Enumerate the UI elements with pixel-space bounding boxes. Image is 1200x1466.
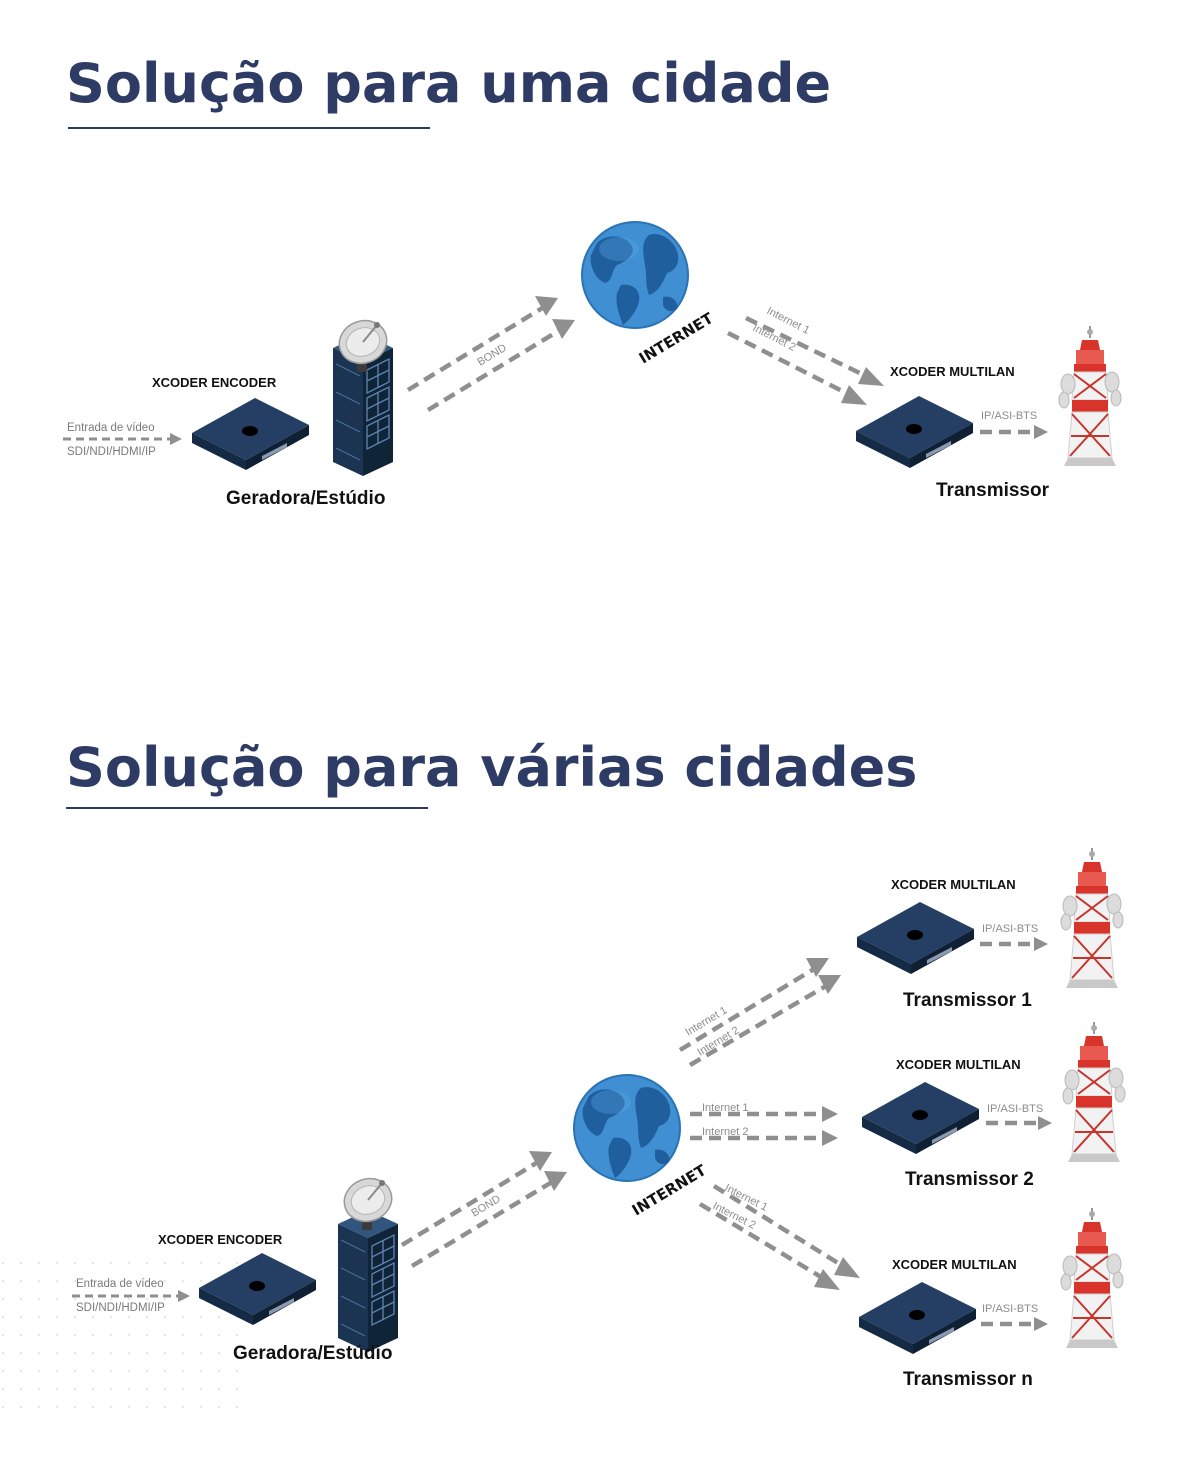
output-arrow bbox=[980, 425, 1048, 439]
bond-arrows bbox=[400, 1151, 567, 1268]
globe-icon bbox=[573, 1074, 681, 1182]
transmitter-label: Transmissor bbox=[936, 480, 1050, 501]
transmission-tower-icon bbox=[1060, 847, 1124, 989]
section-2-underline bbox=[66, 807, 428, 809]
section-1-underline bbox=[68, 127, 430, 129]
input-formats-label: SDI/NDI/HDMI/IP bbox=[76, 1302, 165, 1314]
multilan-label: XCODER MULTILAN bbox=[891, 877, 1016, 892]
transmitter-label: Transmissor n bbox=[903, 1369, 1033, 1390]
output-label: IP/ASI-BTS bbox=[981, 410, 1037, 422]
encoder-label: XCODER ENCODER bbox=[152, 375, 277, 390]
internet-link-arrows bbox=[726, 315, 884, 405]
multilan-device-icon bbox=[862, 1082, 979, 1154]
link-1-label: Internet 1 bbox=[702, 1102, 748, 1114]
encoder-device-icon bbox=[192, 398, 309, 470]
server-rack-icon bbox=[337, 1209, 399, 1353]
multilan-device-icon bbox=[857, 902, 974, 974]
globe-icon bbox=[581, 221, 689, 329]
studio-label: Geradora/Estúdio bbox=[233, 1343, 392, 1364]
output-label: IP/ASI-BTS bbox=[982, 923, 1038, 935]
internet-link-arrows bbox=[690, 1106, 838, 1146]
dotted-background bbox=[0, 1250, 250, 1420]
destination-1: Internet 1 Internet 2 XCODER MULTILAN IP… bbox=[678, 847, 1124, 1067]
output-label: IP/ASI-BTS bbox=[982, 1303, 1038, 1315]
output-arrow bbox=[981, 1317, 1048, 1331]
transmission-tower-icon bbox=[1062, 1021, 1126, 1163]
multilan-device-icon bbox=[856, 396, 973, 468]
transmission-tower-icon bbox=[1060, 1207, 1124, 1349]
input-arrow bbox=[63, 433, 182, 445]
multilan-label: XCODER MULTILAN bbox=[890, 364, 1015, 379]
multilan-device-icon bbox=[859, 1282, 976, 1354]
link-2-label: Internet 2 bbox=[702, 1126, 748, 1138]
output-arrow bbox=[986, 1116, 1052, 1130]
internet-link-arrows bbox=[678, 958, 841, 1067]
bond-arrows bbox=[406, 296, 575, 412]
section-2-title: Solução para várias cidades bbox=[66, 736, 918, 799]
studio-label: Geradora/Estúdio bbox=[226, 488, 385, 509]
transmitter-label: Transmissor 1 bbox=[903, 990, 1032, 1011]
multilan-label: XCODER MULTILAN bbox=[892, 1257, 1017, 1272]
output-arrow bbox=[980, 937, 1048, 951]
input-label: Entrada de vídeo bbox=[67, 422, 155, 434]
input-arrow bbox=[72, 1290, 190, 1302]
section-1-diagram: XCODER ENCODER Entrada de vídeo SDI/NDI/… bbox=[63, 221, 1122, 509]
section-2-diagram: XCODER ENCODER Entrada de vídeo SDI/NDI/… bbox=[72, 847, 1126, 1390]
transmitter-label: Transmissor 2 bbox=[905, 1169, 1034, 1190]
section-1-title: Solução para uma cidade bbox=[66, 52, 832, 115]
multilan-label: XCODER MULTILAN bbox=[896, 1057, 1021, 1072]
input-formats-label: SDI/NDI/HDMI/IP bbox=[67, 446, 156, 458]
transmission-tower-icon bbox=[1058, 325, 1122, 467]
destination-2: Internet 1 Internet 2 XCODER MULTILAN IP… bbox=[690, 1021, 1126, 1190]
encoder-label: XCODER ENCODER bbox=[158, 1232, 283, 1247]
destination-n: Internet 1 Internet 2 XCODER MULTILAN IP… bbox=[698, 1182, 1124, 1390]
output-label: IP/ASI-BTS bbox=[987, 1103, 1043, 1115]
input-label: Entrada de vídeo bbox=[76, 1278, 164, 1290]
internet-link-arrows bbox=[698, 1184, 860, 1290]
